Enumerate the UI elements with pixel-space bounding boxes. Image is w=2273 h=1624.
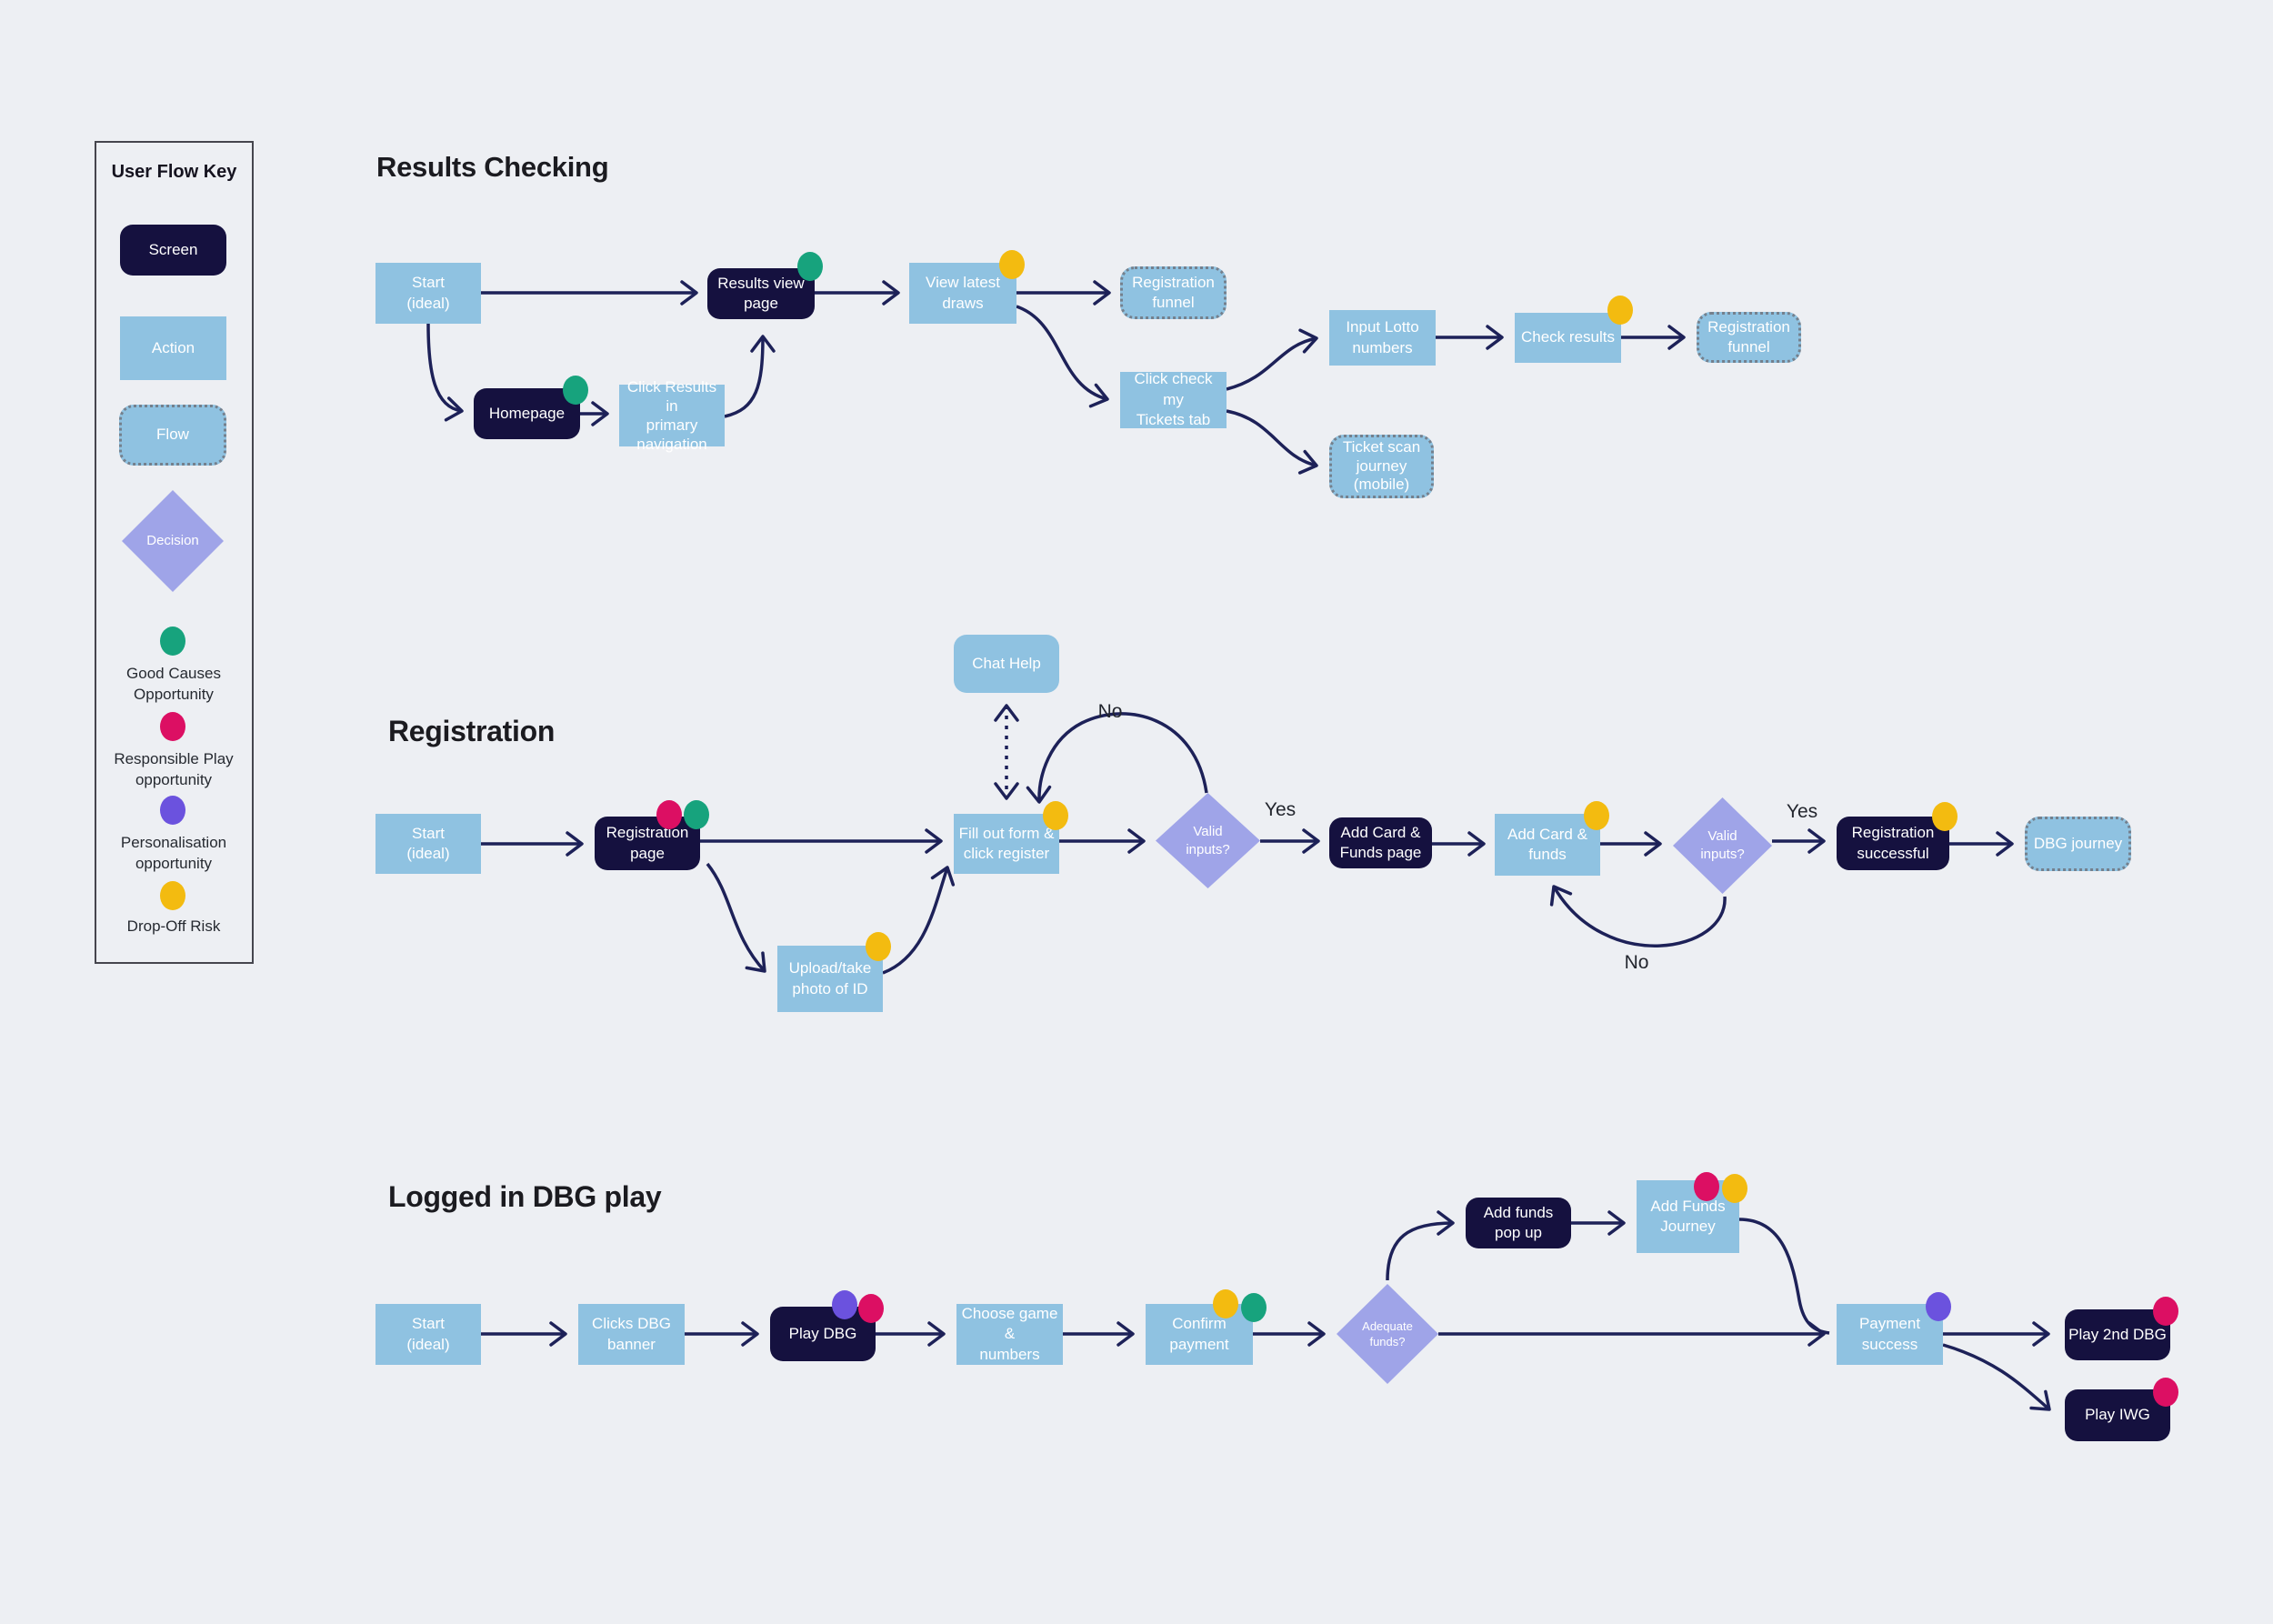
node-registration-funnel-right[interactable]: Registration funnel bbox=[1697, 312, 1801, 363]
responsible-play-dot bbox=[656, 800, 682, 829]
node-add-card-funds-page[interactable]: Add Card & Funds page bbox=[1329, 817, 1432, 868]
good-causes-dot bbox=[1241, 1293, 1267, 1322]
edge-label-yes-second: Yes bbox=[1786, 801, 1818, 822]
node-start-ideal-registration[interactable]: Start (ideal) bbox=[375, 814, 481, 874]
arrow bbox=[706, 862, 766, 973]
arrow bbox=[1226, 409, 1318, 475]
legend-flow-shape: Flow bbox=[119, 405, 226, 466]
node-play-iwg[interactable]: Play IWG bbox=[2065, 1389, 2170, 1441]
node-click-results-primary-nav[interactable]: Click Results in primary navigation bbox=[619, 378, 725, 453]
drop-off-dot bbox=[1722, 1174, 1747, 1203]
node-fill-form-register[interactable]: Fill out form & click register bbox=[954, 814, 1059, 874]
node-confirm-payment[interactable]: Confirm payment bbox=[1146, 1304, 1253, 1365]
responsible-play-dot bbox=[858, 1294, 884, 1323]
node-add-card-funds[interactable]: Add Card & funds bbox=[1495, 814, 1600, 876]
legend-panel bbox=[95, 141, 254, 964]
node-registration-successful[interactable]: Registration successful bbox=[1837, 817, 1949, 870]
edge-label-no-top: No bbox=[1097, 701, 1123, 722]
arrow bbox=[1386, 1210, 1455, 1281]
drop-off-dot bbox=[160, 881, 185, 910]
arrow bbox=[724, 335, 776, 418]
node-ticket-scan-journey[interactable]: Ticket scan journey (mobile) bbox=[1329, 435, 1434, 498]
arrow bbox=[1942, 1343, 2051, 1411]
legend-label-responsible-play: Responsible Play opportunity bbox=[114, 750, 234, 788]
node-check-results[interactable]: Check results bbox=[1515, 313, 1621, 363]
good-causes-dot bbox=[684, 800, 709, 829]
section-title-registration: Registration bbox=[388, 715, 556, 747]
personalisation-dot bbox=[832, 1290, 857, 1319]
arrow bbox=[426, 323, 464, 422]
legend-label-drop-off: Drop-Off Risk bbox=[126, 917, 221, 935]
section-title-results-checking: Results Checking bbox=[376, 151, 609, 183]
arrow bbox=[1226, 328, 1318, 391]
drop-off-dot bbox=[1932, 802, 1958, 831]
node-upload-photo-id[interactable]: Upload/take photo of ID bbox=[777, 946, 883, 1012]
node-start-ideal-dbg[interactable]: Start (ideal) bbox=[375, 1304, 481, 1365]
node-chat-help[interactable]: Chat Help bbox=[954, 635, 1059, 693]
section-title-dbg-play: Logged in DBG play bbox=[388, 1180, 662, 1213]
node-play-2nd-dbg[interactable]: Play 2nd DBG bbox=[2065, 1309, 2170, 1360]
drop-off-dot bbox=[999, 250, 1025, 279]
arrow bbox=[882, 866, 956, 975]
arrow bbox=[1026, 712, 1208, 804]
node-add-funds-journey[interactable]: Add Funds Journey bbox=[1637, 1180, 1739, 1253]
drop-off-dot bbox=[1213, 1289, 1238, 1318]
node-registration-funnel-top[interactable]: Registration funnel bbox=[1120, 266, 1227, 319]
good-causes-dot bbox=[563, 376, 588, 405]
personalisation-dot bbox=[160, 796, 185, 825]
responsible-play-dot bbox=[2153, 1378, 2178, 1407]
node-choose-game-numbers[interactable]: Choose game & numbers bbox=[956, 1304, 1063, 1365]
node-play-dbg[interactable]: Play DBG bbox=[770, 1307, 876, 1361]
node-homepage[interactable]: Homepage bbox=[474, 388, 580, 439]
node-click-check-tickets-tab[interactable]: Click check my Tickets tab bbox=[1120, 370, 1227, 428]
responsible-play-dot bbox=[160, 712, 185, 741]
legend-action-shape: Action bbox=[120, 316, 226, 380]
responsible-play-dot bbox=[1694, 1172, 1719, 1201]
drop-off-dot bbox=[1584, 801, 1609, 830]
node-results-view-page[interactable]: Results view page bbox=[707, 268, 815, 319]
legend-screen-shape: Screen bbox=[120, 225, 226, 276]
arrows bbox=[426, 280, 2051, 1411]
responsible-play-dot bbox=[2153, 1297, 2178, 1326]
node-view-latest-draws[interactable]: View latest draws bbox=[909, 263, 1016, 324]
node-clicks-dbg-banner[interactable]: Clicks DBG banner bbox=[578, 1304, 685, 1365]
node-registration-page[interactable]: Registration page bbox=[595, 817, 700, 870]
curve bbox=[1738, 1218, 1830, 1335]
good-causes-dot bbox=[160, 627, 185, 656]
edge-label-no-bottom: No bbox=[1624, 952, 1649, 973]
node-add-funds-popup[interactable]: Add funds pop up bbox=[1466, 1198, 1571, 1248]
personalisation-dot bbox=[1926, 1292, 1951, 1321]
node-payment-success[interactable]: Payment success bbox=[1837, 1304, 1943, 1365]
node-start-ideal-results[interactable]: Start (ideal) bbox=[375, 263, 481, 324]
arrow bbox=[1549, 885, 1727, 947]
edge-label-yes-first: Yes bbox=[1264, 799, 1297, 820]
node-dbg-journey[interactable]: DBG journey bbox=[2025, 817, 2131, 871]
drop-off-dot bbox=[1043, 801, 1068, 830]
good-causes-dot bbox=[797, 252, 823, 281]
legend-title: User Flow Key bbox=[111, 162, 237, 182]
legend-label-good-causes: Good Causes Opportunity bbox=[126, 665, 221, 703]
drop-off-dot bbox=[866, 932, 891, 961]
drop-off-dot bbox=[1607, 296, 1633, 325]
arrow bbox=[1016, 305, 1109, 408]
node-input-lotto-numbers[interactable]: Input Lotto numbers bbox=[1329, 310, 1436, 366]
legend-label-personalisation: Personalisation opportunity bbox=[120, 834, 227, 872]
